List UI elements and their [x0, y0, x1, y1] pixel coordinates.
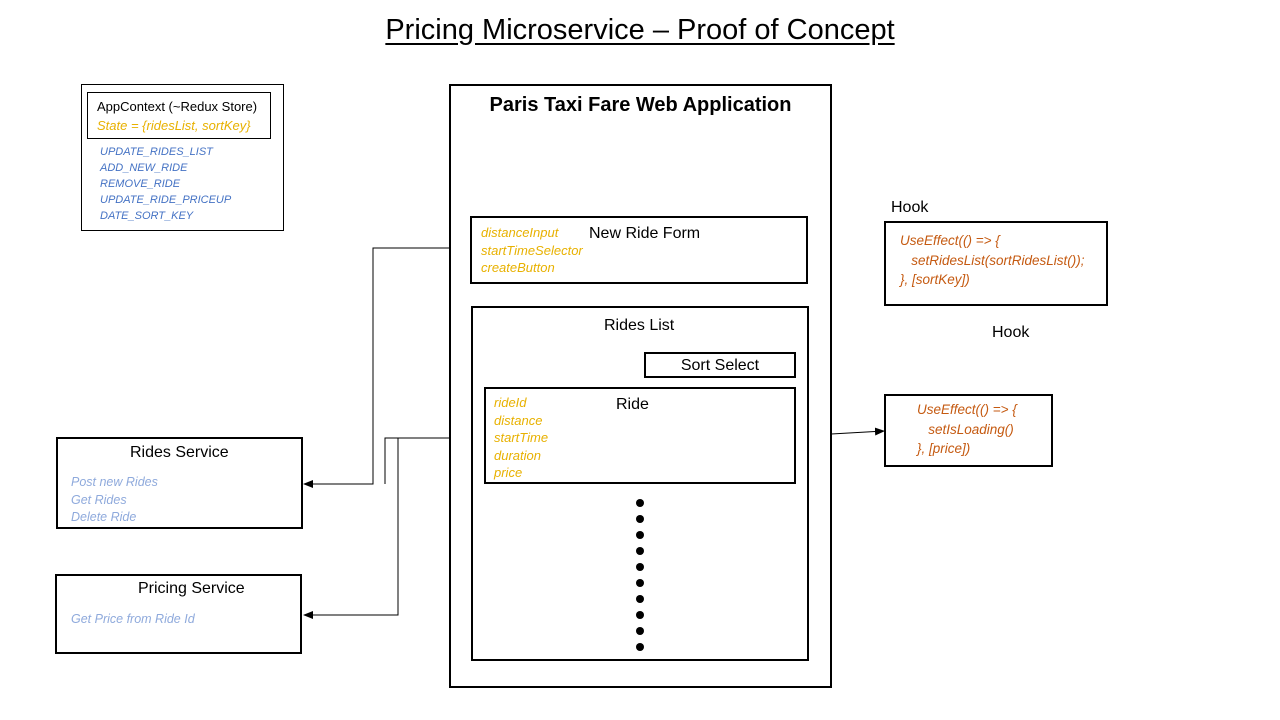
- ellipsis-dot: [636, 499, 644, 507]
- ride-field: duration: [494, 447, 541, 463]
- endpoint-item: Delete Ride: [71, 510, 137, 524]
- rides-service-endpoints: Post new Rides Get Rides Delete Ride: [71, 474, 158, 527]
- app-context-title: AppContext (~Redux Store): [97, 99, 258, 114]
- hook-price-label: Hook: [992, 324, 1030, 341]
- hook-sort-code: UseEffect(() => { setRidesList(sortRides…: [900, 231, 1085, 290]
- code-line: UseEffect(() => {: [900, 233, 1000, 248]
- action-item: REMOVE_RIDE: [100, 178, 181, 190]
- rides-list-title: Rides List: [604, 317, 675, 334]
- ellipsis-dot: [636, 515, 644, 523]
- web-app-title: Paris Taxi Fare Web Application: [489, 94, 792, 116]
- pricing-service-title: Pricing Service: [138, 580, 245, 597]
- ride-field: startTime: [494, 430, 549, 446]
- ellipsis-dot: [636, 627, 644, 635]
- app-context-state-box: AppContext (~Redux Store) State = {rides…: [87, 92, 271, 139]
- ellipsis-dot: [636, 595, 644, 603]
- new-ride-form-fields: distanceInput startTimeSelector createBu…: [481, 224, 583, 277]
- code-line: }, [price]): [917, 441, 971, 456]
- form-field: startTimeSelector: [481, 242, 583, 258]
- new-ride-form-title: New Ride Form: [589, 225, 701, 242]
- hook-sort-box: UseEffect(() => { setRidesList(sortRides…: [884, 221, 1108, 306]
- hook-sort-label: Hook: [891, 199, 929, 216]
- ride-title: Ride: [616, 396, 649, 413]
- code-line: UseEffect(() => {: [917, 402, 1017, 417]
- ellipsis-dot: [636, 643, 644, 651]
- action-item: ADD_NEW_RIDE: [100, 162, 188, 174]
- ellipsis-dot: [636, 611, 644, 619]
- form-to-rides-service-connector: [303, 247, 471, 488]
- hook-price-code: UseEffect(() => { setIsLoading() }, [pri…: [917, 400, 1017, 459]
- action-item: UPDATE_RIDE_PRICEUP: [100, 194, 232, 206]
- ellipsis-dot: [636, 547, 644, 555]
- app-context-panel: AppContext (~Redux Store) State = {rides…: [81, 84, 284, 231]
- ride-to-pricing-service-connector: [303, 437, 485, 619]
- code-line: setIsLoading(): [917, 421, 1014, 437]
- rides-service-title: Rides Service: [130, 444, 229, 461]
- endpoint-item: Get Rides: [71, 492, 127, 507]
- sort-select-label: Sort Select: [680, 357, 760, 374]
- ride-fields: rideId distance startTime duration price: [494, 394, 548, 482]
- ellipsis-dot: [636, 531, 644, 539]
- code-line: setRidesList(sortRidesList());: [900, 252, 1085, 268]
- endpoint-item: Post new Rides: [71, 475, 158, 489]
- sort-select[interactable]: Sort Select: [644, 352, 796, 378]
- ride-field: price: [494, 465, 523, 481]
- pricing-service: Pricing Service Get Price from Ride Id: [55, 574, 302, 654]
- ride-field: distance: [494, 412, 543, 428]
- form-field: createButton: [481, 260, 555, 276]
- app-context-actions: UPDATE_RIDES_LIST ADD_NEW_RIDE REMOVE_RI…: [100, 144, 231, 224]
- pricing-service-endpoints: Get Price from Ride Id: [71, 611, 195, 629]
- app-context-state: State = {ridesList, sortKey}: [97, 118, 251, 133]
- ellipsis-dot: [636, 579, 644, 587]
- new-ride-form: New Ride Form distanceInput startTimeSel…: [470, 216, 808, 284]
- form-field: distanceInput: [481, 225, 559, 240]
- page-title: Pricing Microservice – Proof of Concept: [385, 14, 895, 46]
- action-item: DATE_SORT_KEY: [100, 210, 194, 222]
- action-item: UPDATE_RIDES_LIST: [100, 146, 213, 158]
- ride-field: rideId: [494, 395, 527, 410]
- ride-item: Ride rideId distance startTime duration …: [484, 387, 796, 484]
- rides-service: Rides Service Post new Rides Get Rides D…: [56, 437, 303, 529]
- code-line: }, [sortKey]): [900, 272, 970, 287]
- hook-price-box: UseEffect(() => { setIsLoading() }, [pri…: [884, 394, 1053, 467]
- ellipsis-dot: [636, 563, 644, 571]
- endpoint-item: Get Price from Ride Id: [71, 612, 195, 626]
